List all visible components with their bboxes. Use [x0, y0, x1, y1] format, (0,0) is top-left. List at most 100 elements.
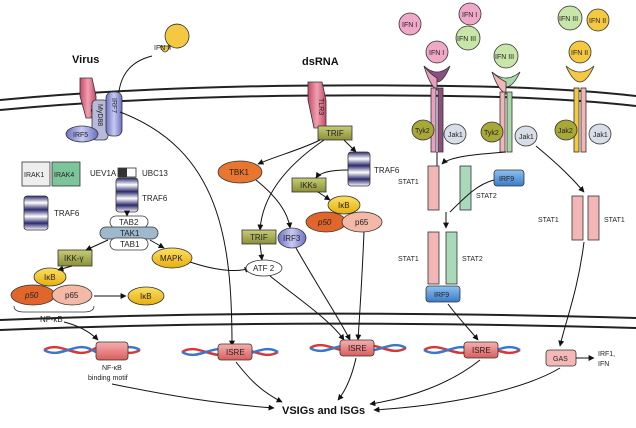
svg-text:TAB2: TAB2 [119, 218, 139, 227]
svg-text:IRAK1: IRAK1 [24, 172, 44, 179]
tab1-node: TAB1 [109, 237, 149, 251]
ifn1-receptor: IFN I [423, 40, 451, 153]
ifn1-ligand-free-2: IFN I [458, 2, 482, 26]
svg-text:TAB1: TAB1 [120, 240, 140, 249]
gas-output-line1: IRF1, [598, 351, 615, 358]
svg-text:IFN II: IFN II [589, 18, 606, 25]
ikkg-node: IKK-γ [57, 249, 93, 267]
svg-text:Jak1: Jak1 [448, 132, 463, 139]
arrow-jak-stat1 [535, 145, 585, 193]
svg-text:IRAK4: IRAK4 [54, 172, 74, 179]
mapk-node: MAPK [151, 247, 193, 269]
svg-text:STAT2: STAT2 [462, 256, 483, 263]
svg-text:STAT1: STAT1 [398, 256, 419, 263]
svg-text:TRIF: TRIF [250, 233, 268, 242]
svg-text:MAPK: MAPK [160, 254, 183, 263]
ifn3-ligand-free: IFN III [455, 25, 481, 51]
svg-text:IFN III: IFN III [495, 54, 514, 61]
outcome-heading: VSIGs and ISGs [282, 405, 365, 417]
svg-text:IFN II: IFN II [154, 45, 171, 52]
traf6-node-c: TRAF6 [347, 151, 400, 187]
svg-text:TLR3: TLR3 [317, 98, 324, 115]
nfkb-label: NF-κB [40, 315, 63, 324]
arrow-receptors-stat [437, 151, 507, 166]
svg-text:IRF5: IRF5 [73, 132, 88, 139]
svg-text:ISRE: ISRE [348, 344, 367, 353]
plasma-membrane-outer [0, 84, 636, 101]
arrow-isre3-outcome [369, 359, 481, 407]
arrow-irf3-isre2 [295, 247, 351, 341]
svg-text:IRF7: IRF7 [110, 98, 117, 113]
svg-text:Jak2: Jak2 [558, 128, 573, 135]
stat-dimer-a: STAT1 STAT2 [398, 165, 497, 211]
svg-text:IRF9: IRF9 [499, 176, 514, 183]
tlr3-receptor: TLR3 [307, 81, 327, 129]
nfkb-motif-line2: binding motif [88, 375, 128, 382]
nfkb-complex-middle: IκB p50 p65 [305, 195, 383, 233]
svg-text:p65: p65 [355, 218, 369, 227]
svg-text:IκB: IκB [44, 273, 56, 282]
svg-text:IFN I: IFN I [402, 22, 417, 29]
jak1-node-b: Jak1 [514, 125, 538, 147]
isre-box-3: ISRE [463, 341, 499, 359]
svg-text:GAS: GAS [553, 356, 568, 363]
traf6-node-a: TRAF6 [23, 195, 80, 231]
svg-text:TRAF6: TRAF6 [54, 209, 80, 218]
irak1-node: IRAK1 [21, 161, 51, 187]
svg-text:p50: p50 [317, 218, 332, 227]
irf3-node: IRF3 [277, 227, 307, 249]
svg-text:IKKs: IKKs [300, 181, 317, 190]
irf7-node: IRF7 [105, 91, 123, 137]
arrow-motif-outcome [111, 383, 275, 411]
nfkb-bracket [13, 305, 95, 313]
arrow-trif-trif [257, 139, 325, 231]
arrow-irf7-isre1 [119, 111, 235, 347]
arrow-atf2-isre2 [269, 275, 345, 341]
arrow-nfkb-motif [63, 321, 99, 341]
ifn2-receptor: IFN II [565, 40, 595, 153]
ifn2-to-irf7-arrow [115, 55, 153, 105]
atf2-node: ATF 2 [245, 259, 283, 277]
jak1-node-a: Jak1 [443, 123, 467, 145]
svg-text:IFN III: IFN III [559, 16, 578, 23]
arrow-irf9-join [449, 179, 495, 213]
traf6-node-b: TRAF6 [115, 177, 168, 213]
nuclear-membrane-inner [0, 322, 636, 331]
svg-text:TRAF6: TRAF6 [142, 194, 168, 203]
trif-node-a: TRIF [317, 125, 353, 141]
irf5-node: IRF5 [65, 125, 99, 143]
arrow-mapk-atf2 [189, 261, 251, 273]
dsrna-heading: dsRNA [302, 56, 339, 68]
svg-text:STAT1: STAT1 [538, 217, 559, 224]
svg-text:Tyk2: Tyk2 [415, 128, 430, 135]
svg-text:IFN III: IFN III [457, 36, 476, 43]
virus-heading: Virus [72, 54, 99, 66]
isre-box-1: ISRE [217, 343, 253, 361]
ubc13-node: UBC13 [117, 167, 168, 178]
arrow-ikkg-ikb [57, 265, 73, 272]
svg-text:IFN I: IFN I [462, 12, 477, 19]
nfkb-motif-box: NF-κB binding motif [88, 341, 129, 382]
tbk1-node: TBK1 [217, 160, 263, 184]
irf9-node-a: IRF9 [493, 169, 525, 187]
svg-text:Jak1: Jak1 [519, 134, 534, 141]
gas-output-line2: IFN [598, 361, 609, 368]
tyk2-node-b: Tyk2 [480, 121, 504, 143]
ifn3-ligand-free-2: IFN III [557, 5, 583, 31]
svg-text:p50: p50 [24, 291, 39, 300]
arrow-trif-traf6 [343, 139, 357, 153]
svg-text:IFN I: IFN I [429, 50, 444, 57]
uev1a-label: UEV1A [90, 169, 117, 178]
tak1-node: TAK1 [99, 226, 159, 240]
arrow-tak1-ikkg [85, 239, 109, 251]
arrow-isre1-outcome [235, 361, 283, 403]
arrow-tak1-mapk [149, 239, 165, 249]
svg-text:IκB: IκB [140, 292, 152, 301]
irak4-node: IRAK4 [51, 161, 81, 187]
svg-text:p65: p65 [65, 291, 79, 300]
svg-text:MyD88: MyD88 [96, 104, 103, 126]
svg-text:IKK-γ: IKK-γ [64, 254, 84, 263]
svg-text:TAK1: TAK1 [120, 229, 140, 238]
ifn1-ligand-free: IFN I [398, 12, 422, 36]
svg-text:ATF 2: ATF 2 [253, 264, 275, 273]
